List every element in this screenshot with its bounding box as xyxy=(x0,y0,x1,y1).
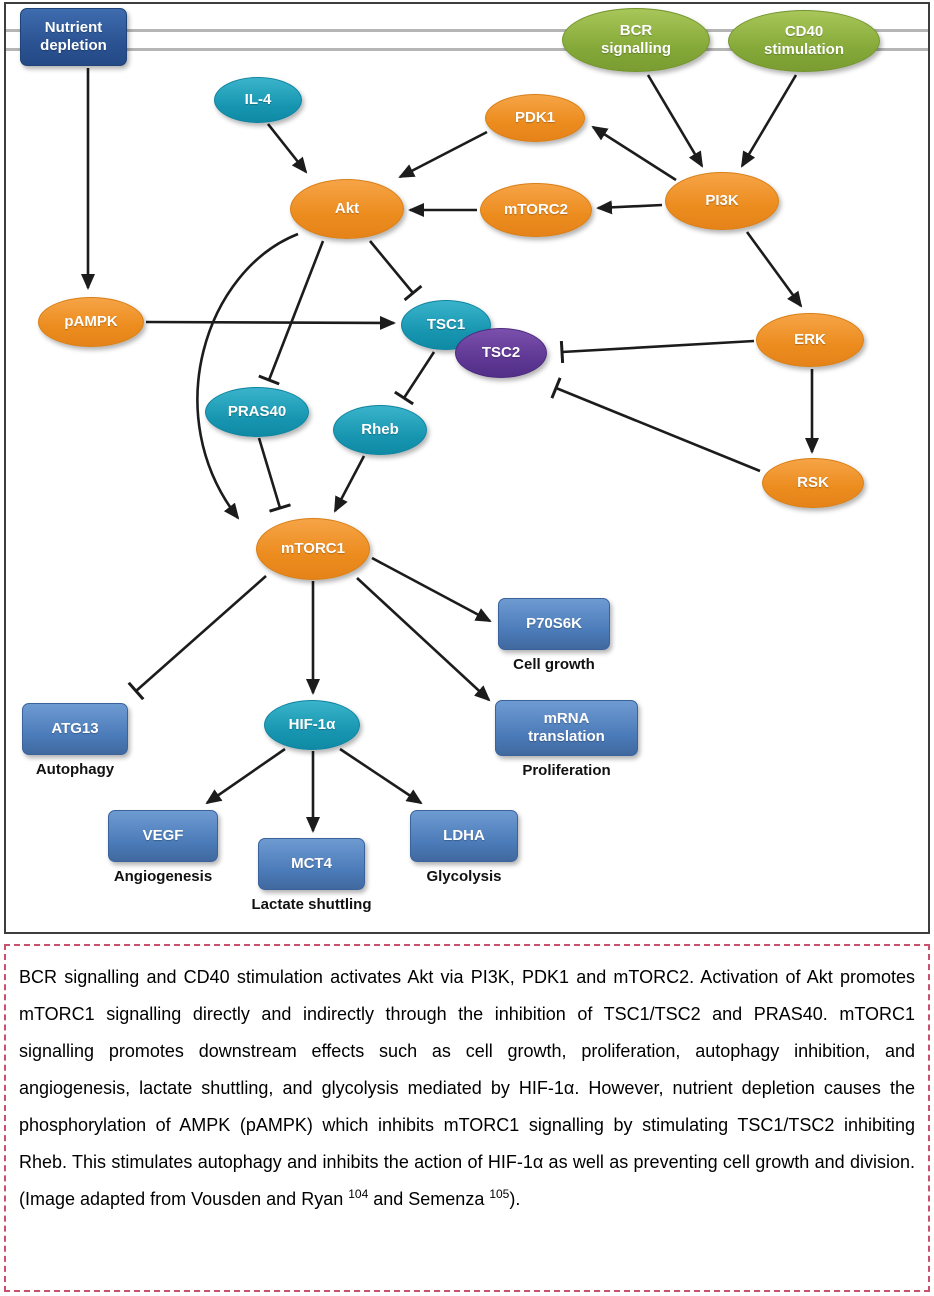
label-lactate-shuttling: Lactate shuttling xyxy=(251,896,372,913)
node-cd40-stimulation-label: CD40 stimulation xyxy=(763,23,844,58)
node-pdk1-label: PDK1 xyxy=(514,109,555,127)
cell-membrane-line-top xyxy=(6,29,928,32)
node-rsk: RSK xyxy=(762,458,864,508)
node-rheb: Rheb xyxy=(333,405,427,455)
node-pras40: PRAS40 xyxy=(205,387,309,437)
label-cell-growth: Cell growth xyxy=(513,656,595,673)
node-hif1a: HIF-1α xyxy=(264,700,360,750)
edge-akt-tsc1-inhibit xyxy=(368,240,423,302)
node-tsc2-label: TSC2 xyxy=(481,344,521,362)
edge-akt-pras40-inhibit xyxy=(258,240,325,386)
edge-hif1a-ldha-activate xyxy=(339,747,423,805)
node-nutrient-depletion: Nutrient depletion xyxy=(20,8,127,66)
edge-rheb-mtorc1-activate xyxy=(333,455,366,513)
node-tsc2: TSC2 xyxy=(455,328,547,378)
edge-pras40-mtorc1-inhibit xyxy=(257,437,291,513)
node-pampk-label: pAMPK xyxy=(64,313,118,331)
edge-bcr-pi3k-activate xyxy=(646,74,704,168)
caption-body: BCR signalling and CD40 stimulation acti… xyxy=(19,967,915,1210)
node-rsk-label: RSK xyxy=(797,474,829,492)
label-glycolysis: Glycolysis xyxy=(426,868,502,885)
caption-box: BCR signalling and CD40 stimulation acti… xyxy=(4,944,930,1292)
edges-layer xyxy=(81,68,819,833)
node-pi3k: PI3K xyxy=(665,172,779,230)
node-akt-label: Akt xyxy=(334,200,360,218)
node-rheb-label: Rheb xyxy=(361,421,399,439)
node-p70s6k: P70S6K xyxy=(498,598,610,650)
node-pampk: pAMPK xyxy=(38,297,144,347)
label-autophagy: Autophagy xyxy=(35,761,115,778)
node-erk: ERK xyxy=(756,313,864,367)
node-akt: Akt xyxy=(290,179,404,239)
edge-pampk-tsc1-activate xyxy=(145,315,396,330)
node-il4: IL-4 xyxy=(214,77,302,123)
node-hif1a-label: HIF-1α xyxy=(288,716,336,734)
edge-rsk-tsc2-inhibit xyxy=(550,377,761,473)
edge-tsc-rheb-inhibit xyxy=(393,351,436,406)
node-p70s6k-label: P70S6K xyxy=(526,615,582,633)
node-mct4-label: MCT4 xyxy=(291,855,332,873)
node-mrna-translation: mRNA translation xyxy=(495,700,638,756)
node-mtorc2-label: mTORC2 xyxy=(504,201,568,219)
node-mct4: MCT4 xyxy=(258,838,365,890)
caption-reference-104: 104 xyxy=(348,1187,369,1202)
cell-membrane-line-bottom xyxy=(6,48,928,51)
node-bcr-signalling-label: BCR signalling xyxy=(600,22,671,57)
edge-mtorc1-p70s6k-activate xyxy=(371,556,492,623)
node-pi3k-label: PI3K xyxy=(705,192,739,210)
caption-and-semenza: and Semenza xyxy=(368,1189,490,1210)
edge-erk-tsc2-inhibit xyxy=(559,339,755,364)
edge-pi3k-pdk1-activate xyxy=(591,125,677,182)
edge-il4-akt-activate xyxy=(266,123,308,174)
node-nutrient-depletion-label: Nutrient depletion xyxy=(40,19,107,54)
node-mrna-translation-label: mRNA translation xyxy=(528,710,605,745)
edge-mtorc1-atg13-inhibit xyxy=(127,575,267,701)
node-il4-label: IL-4 xyxy=(244,91,272,109)
node-atg13: ATG13 xyxy=(22,703,128,755)
node-bcr-signalling: BCR signalling xyxy=(562,8,710,72)
node-erk-label: ERK xyxy=(794,331,826,349)
node-tsc1-label: TSC1 xyxy=(426,316,466,334)
node-pras40-label: PRAS40 xyxy=(227,403,287,421)
node-atg13-label: ATG13 xyxy=(51,720,99,738)
node-mtorc1-label: mTORC1 xyxy=(281,540,345,558)
node-mtorc1: mTORC1 xyxy=(256,518,370,580)
edge-hif1a-vegf-activate xyxy=(205,747,286,805)
caption-reference-105: 105 xyxy=(489,1187,510,1202)
edge-pi3k-erk-activate xyxy=(745,231,803,308)
node-pdk1: PDK1 xyxy=(485,94,585,142)
edge-mtorc1-mrna-activate xyxy=(356,577,491,702)
caption-text: BCR signalling and CD40 stimulation acti… xyxy=(19,959,915,1219)
node-cd40-stimulation: CD40 stimulation xyxy=(728,10,880,72)
label-proliferation: Proliferation xyxy=(522,762,611,779)
edge-akt-mtorc1-activate xyxy=(196,232,299,520)
node-mtorc2: mTORC2 xyxy=(480,183,592,237)
node-ldha: LDHA xyxy=(410,810,518,862)
label-angiogenesis: Angiogenesis xyxy=(113,868,213,885)
edge-cd40-pi3k-activate xyxy=(740,74,798,168)
edge-pi3k-mtorc2-activate xyxy=(596,200,663,215)
node-ldha-label: LDHA xyxy=(443,827,485,845)
node-vegf: VEGF xyxy=(108,810,218,862)
caption-closing: ). xyxy=(509,1189,521,1210)
node-vegf-label: VEGF xyxy=(142,827,184,845)
edge-pdk1-akt-activate xyxy=(398,130,488,179)
